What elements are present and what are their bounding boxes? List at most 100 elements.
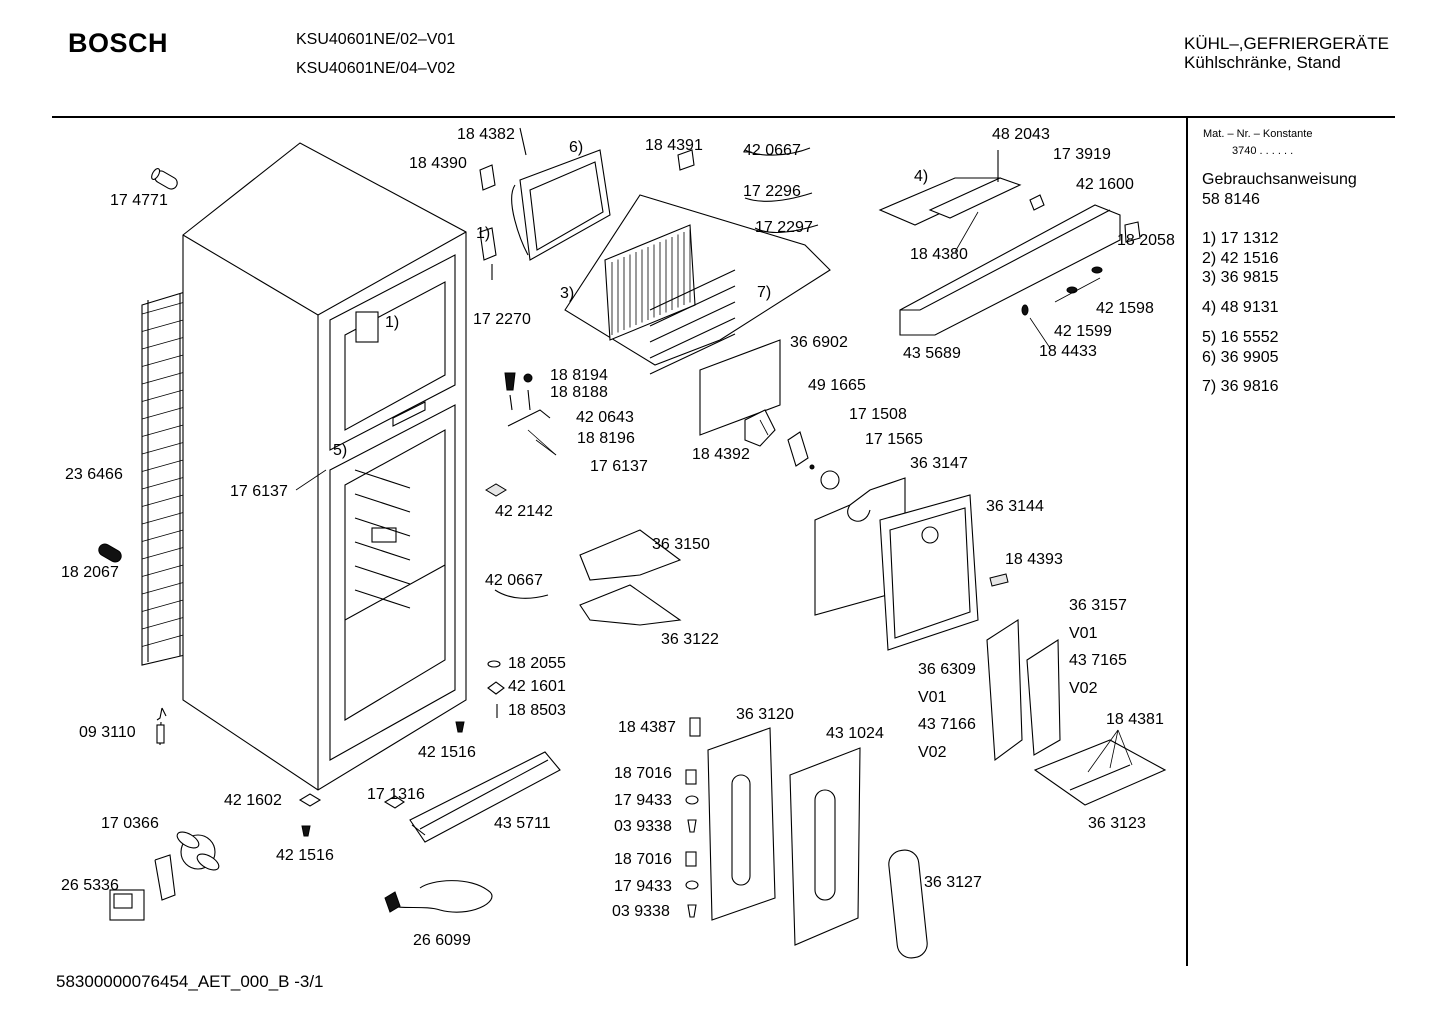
condenser-rung: [141, 564, 186, 577]
part-label: 42 0667: [743, 142, 801, 159]
condenser-rung: [141, 441, 186, 455]
fridge-cabinet: [182, 142, 467, 791]
sidebar-item: 1) 17 1312: [1202, 230, 1279, 247]
part-label: 17 1565: [865, 431, 923, 448]
part-label: 42 1599: [1054, 323, 1112, 340]
evaporator-tube: [649, 301, 736, 343]
category-subtitle: Kühlschränke, Stand: [1184, 53, 1341, 72]
part-label: 17 9433: [614, 878, 672, 895]
exploded-view-drawing: [98, 127, 1167, 959]
part-label: 36 3127: [924, 874, 982, 891]
shelf-rail: [354, 565, 411, 585]
sidebar-item: 7) 36 9816: [1202, 378, 1279, 395]
manual-label: Gebrauchsanweisung: [1202, 171, 1357, 188]
part-label: 09 3110: [79, 724, 136, 741]
door-liners: [685, 717, 928, 959]
part-label: 17 9433: [614, 792, 672, 809]
sidebar-item: 3) 36 9815: [1202, 269, 1279, 286]
condenser-rung: [141, 319, 186, 332]
part-label: 18 4382: [457, 126, 515, 143]
part-label: 18 4391: [645, 137, 703, 154]
part-label: 42 1602: [224, 792, 282, 809]
document-id: 58300000076454_AET_000_B -3/1: [56, 972, 324, 991]
part-label: V02: [1069, 680, 1098, 697]
manual-number: 58 8146: [1202, 191, 1260, 208]
shelf-rail: [354, 589, 411, 609]
condenser-rung: [141, 406, 186, 420]
part-label: 42 1516: [418, 744, 476, 761]
part-label: 18 4392: [692, 446, 750, 463]
part-label: 23 6466: [65, 466, 123, 483]
sidebar-item: 5) 16 5552: [1202, 329, 1279, 346]
part-label: 43 1024: [826, 725, 884, 742]
shelf-rail: [354, 469, 411, 489]
part-label: 17 2270: [473, 311, 531, 328]
condenser-rung: [141, 616, 186, 630]
part-label: 42 1600: [1076, 176, 1134, 193]
sidebar-group-3: 5) 16 5552 6) 36 9905: [1202, 328, 1279, 367]
part-label: 36 3120: [736, 706, 794, 723]
condenser-rung: [141, 546, 186, 560]
part-label: 18 4393: [1005, 551, 1063, 568]
evaporator-tube: [649, 285, 736, 327]
sidebar-item: 2) 42 1516: [1202, 249, 1279, 267]
condenser-rung: [141, 529, 186, 542]
condenser-rung: [141, 459, 186, 472]
part-label: 26 6099: [413, 932, 471, 949]
part-label: 17 4771: [110, 192, 168, 209]
condenser-grid: [141, 291, 186, 666]
part-label: 18 2055: [508, 655, 566, 672]
part-label: 36 6309: [918, 661, 976, 678]
model-number-1: KSU40601NE/02–V01: [296, 31, 456, 48]
part-label: 43 5711: [494, 815, 551, 832]
part-label: 4): [914, 168, 929, 185]
part-label: 43 7165: [1069, 652, 1127, 669]
part-label: 49 1665: [808, 377, 866, 394]
part-label: 18 4390: [409, 155, 467, 172]
sidebar-divider: [1186, 118, 1188, 966]
part-label: 36 3144: [986, 498, 1044, 515]
part-label: 42 0667: [485, 572, 543, 589]
part-label: 42 1601: [508, 678, 566, 695]
control-panel: [878, 150, 1141, 336]
condenser-rung: [141, 389, 186, 402]
part-label: 43 7166: [918, 716, 976, 733]
sidebar-group-1: 1) 17 1312 2) 42 1516 3) 36 9815: [1202, 229, 1279, 288]
part-label: 18 7016: [614, 765, 672, 782]
condenser-rung: [141, 511, 186, 525]
condenser-rung: [141, 494, 186, 507]
crisper-supports: [494, 529, 682, 626]
part-label: 36 3150: [652, 536, 710, 553]
part-label: 36 3147: [910, 455, 968, 472]
part-label: 18 2058: [1117, 232, 1175, 249]
part-label: 7): [757, 284, 772, 301]
mat-nr-label: Mat. – Nr. – Konstante: [1203, 128, 1313, 140]
part-label: 1): [385, 314, 400, 331]
part-label: 18 8503: [508, 702, 566, 719]
part-label: 5): [333, 442, 348, 459]
part-label: 18 4433: [1039, 343, 1097, 360]
brand-logo: BOSCH: [68, 28, 169, 58]
evaporator-assembly: [479, 127, 831, 375]
part-label: 36 3123: [1088, 815, 1146, 832]
model-number-2: KSU40601NE/04–V02: [296, 60, 456, 77]
part-label: 17 1508: [849, 406, 907, 423]
lamp-thermostat: [504, 339, 1009, 651]
condenser-rung: [141, 301, 186, 315]
part-label: V01: [918, 689, 947, 706]
part-label: 3): [560, 285, 575, 302]
part-label: 18 4381: [1106, 711, 1164, 728]
part-label: 17 2297: [755, 219, 813, 236]
part-label: V02: [918, 744, 947, 761]
part-label: 18 8196: [577, 430, 635, 447]
part-label: 17 3919: [1053, 146, 1111, 163]
sidebar-group-4: 7) 36 9816: [1202, 377, 1279, 397]
part-label: 6): [569, 139, 584, 156]
part-label: 36 3157: [1069, 597, 1127, 614]
condenser-rung: [141, 581, 186, 595]
condenser-rung: [141, 336, 186, 350]
part-label: 17 0366: [101, 815, 159, 832]
part-label: 48 2043: [992, 126, 1050, 143]
condenser-rung: [141, 354, 186, 367]
part-label: 17 2296: [743, 183, 801, 200]
